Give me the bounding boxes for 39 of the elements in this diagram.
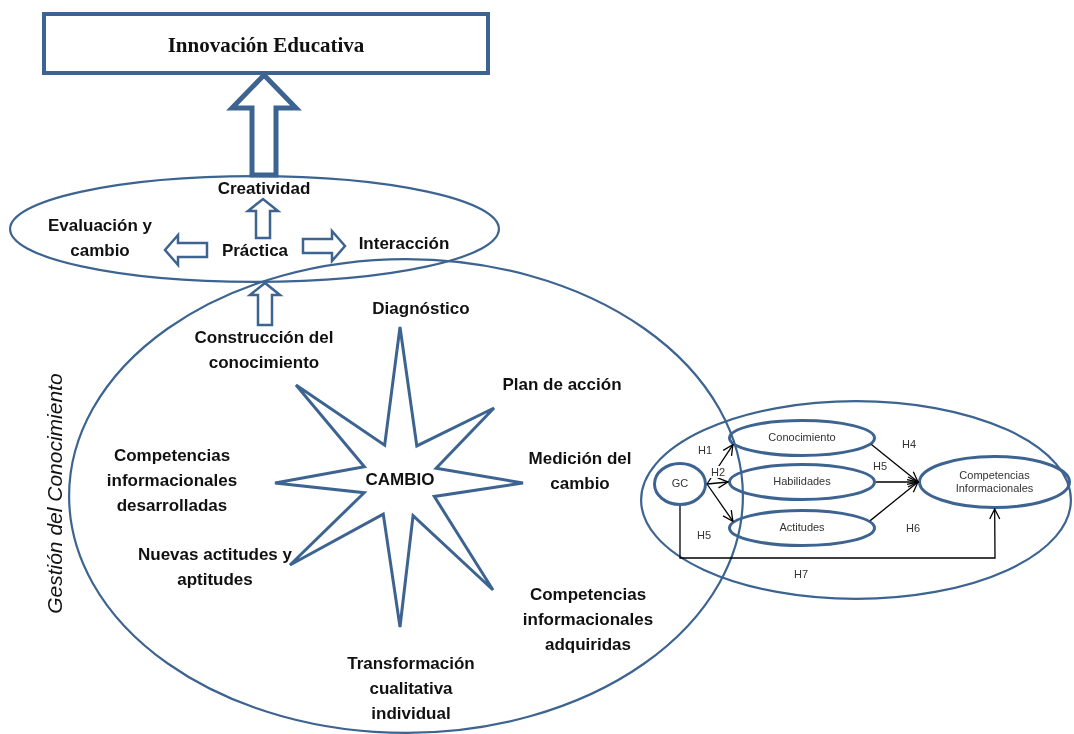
star-label: CAMBIO — [364, 470, 436, 491]
arrow — [706, 483, 734, 522]
edge-label: H5 — [872, 460, 889, 472]
star-point-label: Diagnóstico — [371, 298, 471, 320]
hollow-arrow — [301, 227, 347, 265]
edge-label: H4 — [901, 438, 918, 450]
star-point-label: Plan de acción — [501, 374, 623, 396]
arrow — [679, 505, 1001, 559]
ellipse-label: Competencias Informacionales — [954, 469, 1035, 496]
star-point-label: Competencias informacionales adquiridas — [521, 584, 655, 656]
arrow — [869, 481, 919, 522]
hollow-arrow — [246, 281, 284, 327]
edge-label: H6 — [905, 522, 922, 534]
star-point-label: Nuevas actitudes y aptitudes — [137, 544, 293, 591]
arrow — [706, 444, 734, 485]
node-text: Interacción — [357, 233, 451, 255]
node-text: Práctica — [220, 240, 290, 262]
ellipse-label: GC — [670, 477, 690, 491]
edge-label: H7 — [793, 568, 810, 580]
star-point-label: Transformación cualitativa individual — [346, 653, 476, 725]
edge-label: H1 — [697, 444, 714, 456]
vertical-heading: Gestión del Conocimiento — [42, 372, 68, 616]
title-text: Innovación Educativa — [166, 33, 366, 59]
star-point-label: Competencias informacionales desarrolladas — [105, 445, 239, 517]
node-text: Evaluación y cambio — [47, 215, 153, 262]
edge-label: H2 — [710, 466, 727, 478]
ellipse-label: Conocimiento — [767, 431, 837, 445]
hollow-arrow — [244, 197, 282, 240]
star-point-label: Medición del cambio — [527, 448, 633, 495]
title-box — [42, 12, 490, 75]
ellipse-label: Habilidades — [772, 475, 832, 489]
arrow — [706, 477, 729, 489]
hollow-arrow — [163, 231, 209, 269]
node-text: Creatividad — [216, 178, 312, 199]
ellipse-label: Actitudes — [778, 521, 826, 535]
arrow — [870, 443, 919, 483]
arrow — [875, 476, 919, 488]
edge-label: H5 — [696, 529, 713, 541]
node-text: Construcción del conocimiento — [193, 327, 335, 374]
